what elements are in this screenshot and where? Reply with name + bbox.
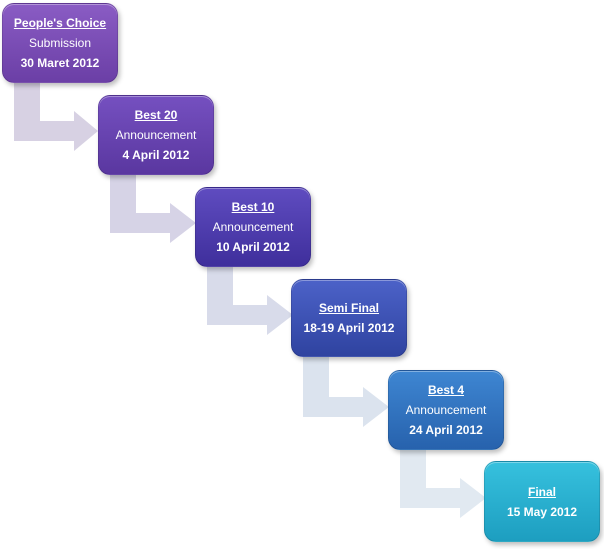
step-semi-final: Semi Final 18-19 April 2012 <box>291 279 407 357</box>
step-subtitle: Submission <box>28 36 92 50</box>
connector-arrow-1 <box>14 83 98 151</box>
step-date: 30 Maret 2012 <box>20 56 100 70</box>
step-title[interactable]: Best 20 <box>134 108 178 122</box>
step-subtitle: Announcement <box>115 128 197 142</box>
connector-arrow-2 <box>110 175 196 243</box>
connector-arrow-5 <box>400 450 486 518</box>
step-title[interactable]: Best 10 <box>231 200 275 214</box>
step-date: 10 April 2012 <box>216 240 290 254</box>
connector-arrow-4 <box>303 357 389 427</box>
step-title[interactable]: Best 4 <box>427 383 465 397</box>
connector-arrow-3 <box>207 267 293 335</box>
step-title[interactable]: Final <box>527 484 556 499</box>
step-best-10: Best 10 Announcement 10 April 2012 <box>195 187 311 267</box>
step-date: 15 May 2012 <box>506 504 578 519</box>
step-title[interactable]: People's Choice <box>13 16 107 30</box>
step-title[interactable]: Semi Final <box>318 301 380 315</box>
step-subtitle: Announcement <box>212 220 294 234</box>
step-subtitle: Announcement <box>405 403 487 417</box>
step-best-20: Best 20 Announcement 4 April 2012 <box>98 95 214 175</box>
step-final: Final 15 May 2012 <box>484 461 600 542</box>
step-date: 18-19 April 2012 <box>303 321 395 335</box>
step-peoples-choice: People's Choice Submission 30 Maret 2012 <box>2 3 118 83</box>
step-date: 4 April 2012 <box>122 148 190 162</box>
step-date: 24 April 2012 <box>409 423 483 437</box>
step-best-4: Best 4 Announcement 24 April 2012 <box>388 370 504 450</box>
